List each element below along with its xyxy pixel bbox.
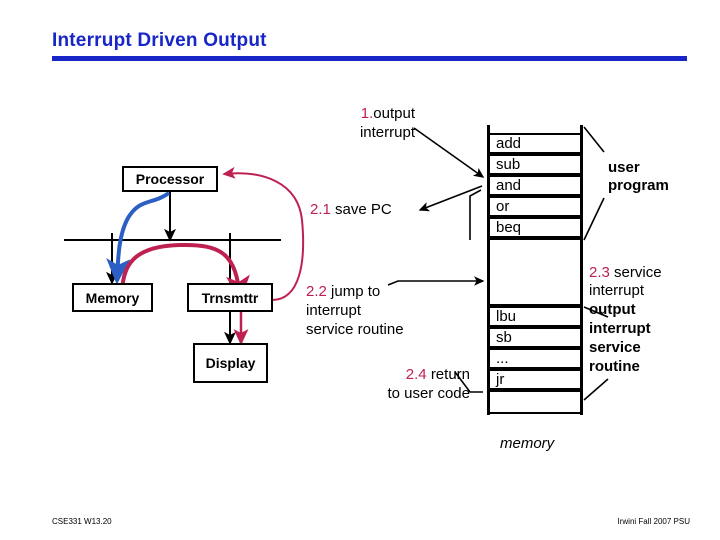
step-1-text: output (373, 105, 415, 122)
block-memory[interactable]: Memory (72, 283, 153, 312)
block-processor[interactable]: Processor (122, 166, 218, 192)
isr-label-line4: routine (589, 358, 640, 375)
user-program-line2: program (608, 177, 669, 194)
memory-cell-ellipsis: ... (490, 348, 580, 369)
annotation-step-2-2: 2.2 jump to interrupt service routine (306, 282, 471, 339)
memory-cell-sb: sb (490, 327, 580, 348)
step-2-4-text: return (430, 366, 470, 383)
step-2-2-text2: interrupt (306, 302, 362, 319)
annotation-step-2-1: 2.1 save PC (310, 200, 392, 219)
user-program-brace (583, 126, 605, 241)
footer-attribution: Irwini Fall 2007 PSU (617, 517, 690, 526)
step21-hook-line (469, 189, 482, 240)
step-2-2-text: jump to (331, 283, 381, 300)
system-bus (64, 192, 281, 285)
step-2-3-number: 2.3 (589, 264, 610, 281)
step-2-4-text2: to user code (387, 385, 470, 402)
memory-free-region (490, 238, 580, 306)
block-transmitter[interactable]: Trnsmttr (187, 283, 273, 312)
step-2-1-number: 2.1 (310, 201, 331, 218)
step1-leader-arrow (413, 127, 485, 178)
memory-cell-sub: sub (490, 154, 580, 175)
isr-label-line1: output (589, 301, 636, 318)
memory-tail-region (490, 390, 580, 414)
step-1-number: 1. (360, 105, 374, 122)
title-underline-rule (52, 56, 687, 61)
memory-cell-or: or (490, 196, 580, 217)
step-2-1-text: save PC (335, 201, 392, 218)
annotation-step-2-4: 2.4 return to user code (335, 365, 470, 403)
annotation-step-2-3: 2.3 service interrupt output interrupt s… (589, 264, 714, 376)
memory-cell-jr: jr (490, 369, 580, 390)
page-title: Interrupt Driven Output (52, 30, 267, 51)
annotation-step-1: 1.output interrupt (330, 104, 415, 142)
footer-course-code: CSE331 W13.20 (52, 517, 112, 526)
annotation-user-program: user program (608, 159, 669, 195)
interrupt-request-red-arrow (222, 166, 305, 301)
step-2-3-text: service (614, 264, 662, 281)
step-2-4-number: 2.4 (405, 366, 427, 383)
isr-label-line3: service (589, 339, 641, 356)
step21-leader-arrow (418, 185, 483, 212)
user-program-line1: user (608, 159, 640, 176)
step-2-3-text2: interrupt (589, 282, 645, 299)
memory-cell-lbu: lbu (490, 306, 580, 327)
memory-map: add sub and or beq lbu sb ... jr (487, 125, 583, 415)
memory-cell-and: and (490, 175, 580, 196)
step-1-text2: interrupt (359, 124, 415, 141)
step-2-2-number: 2.2 (306, 283, 327, 300)
block-display[interactable]: Display (193, 343, 268, 383)
processor-to-memory-blue-arrow (106, 191, 171, 285)
memory-cell-add: add (490, 133, 580, 154)
memory-rail-left (487, 125, 490, 415)
memory-caption: memory (500, 435, 555, 452)
step-2-2-text3: service routine (306, 321, 404, 338)
memory-cell-beq: beq (490, 217, 580, 238)
isr-label-line2: interrupt (589, 320, 651, 337)
memory-rail-right (580, 125, 583, 415)
